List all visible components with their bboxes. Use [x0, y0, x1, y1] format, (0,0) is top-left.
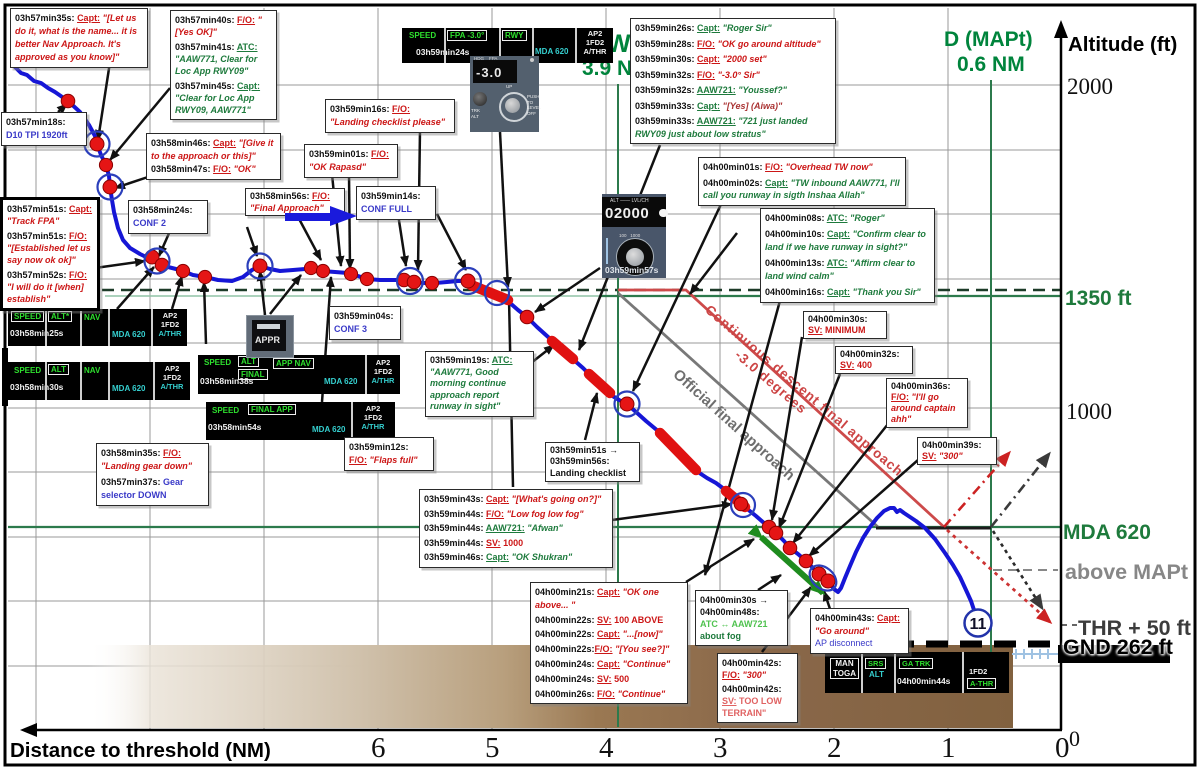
svg-text:11: 11 [970, 616, 987, 633]
